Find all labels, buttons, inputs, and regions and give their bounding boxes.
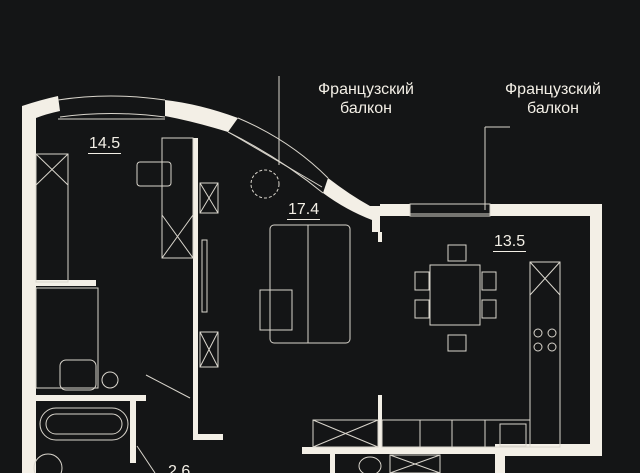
kitchen-counter xyxy=(529,261,561,448)
callout-line2: балкон xyxy=(527,100,579,117)
window-kitchen xyxy=(409,203,491,217)
sink-bath xyxy=(59,359,97,391)
partition-kitchen xyxy=(378,395,382,453)
outer-wall-arc xyxy=(165,100,238,132)
toilet-icon xyxy=(33,453,63,473)
callout-line1: Французский xyxy=(318,81,414,98)
dining-table xyxy=(429,264,481,326)
toilet-icon xyxy=(358,456,382,473)
dining-chair xyxy=(447,334,467,352)
wall-bath-top xyxy=(36,395,146,401)
dining-chair xyxy=(481,299,497,319)
window-living xyxy=(237,117,329,179)
tv xyxy=(201,239,208,313)
door xyxy=(136,445,156,473)
outer-wall-top-right xyxy=(380,204,410,216)
callout-french-balcony-2: Французский балкон xyxy=(483,80,623,118)
outer-wall-arc-2 xyxy=(323,178,380,232)
cabinet-bath2 xyxy=(389,454,441,473)
desk xyxy=(161,137,194,259)
wall-bath2 xyxy=(330,454,335,473)
cabinets-row xyxy=(381,419,531,448)
wall-bottom-stub xyxy=(495,444,505,473)
chair xyxy=(136,161,172,187)
callout-line2: балкон xyxy=(340,100,392,117)
wall-corridor xyxy=(302,447,502,454)
outer-wall-top-right-2 xyxy=(490,204,602,216)
sofa xyxy=(269,224,351,344)
cabinet-1 xyxy=(199,182,219,214)
room-area-kitchen: 13.5 xyxy=(493,233,527,252)
room-area-hall: 2.6 xyxy=(168,463,191,473)
cabinet-2 xyxy=(199,331,219,368)
partition-kitchen-top xyxy=(378,232,382,242)
dining-chair xyxy=(414,299,430,319)
room-area-living: 17.4 xyxy=(287,201,321,220)
wall-bath-right xyxy=(130,401,136,463)
wardrobe xyxy=(35,153,69,283)
dining-chair xyxy=(414,271,430,291)
sink xyxy=(499,423,527,447)
wall-closet xyxy=(36,280,96,286)
outer-wall-left xyxy=(22,96,60,473)
wardrobe-hall xyxy=(312,419,379,448)
room-area-bedroom: 14.5 xyxy=(88,135,122,154)
callout-french-balcony-1: Французский балкон xyxy=(296,80,436,118)
callout-line1: Французский xyxy=(505,81,601,98)
outer-wall-right xyxy=(590,204,602,456)
window-bedroom xyxy=(57,95,166,101)
walls xyxy=(22,96,602,473)
stove-burner xyxy=(533,328,543,338)
dining-chair xyxy=(481,271,497,291)
partition-bedroom-living xyxy=(193,138,198,438)
coffee-table xyxy=(259,289,293,331)
fixtures xyxy=(33,76,561,473)
washer-icon xyxy=(101,371,119,389)
dining-chair xyxy=(447,244,467,262)
plant-icon xyxy=(250,169,280,199)
bathtub-icon xyxy=(39,407,129,441)
callout-line-2 xyxy=(484,126,510,210)
door xyxy=(145,374,191,399)
bed xyxy=(35,287,99,389)
partition-stub xyxy=(193,434,223,440)
